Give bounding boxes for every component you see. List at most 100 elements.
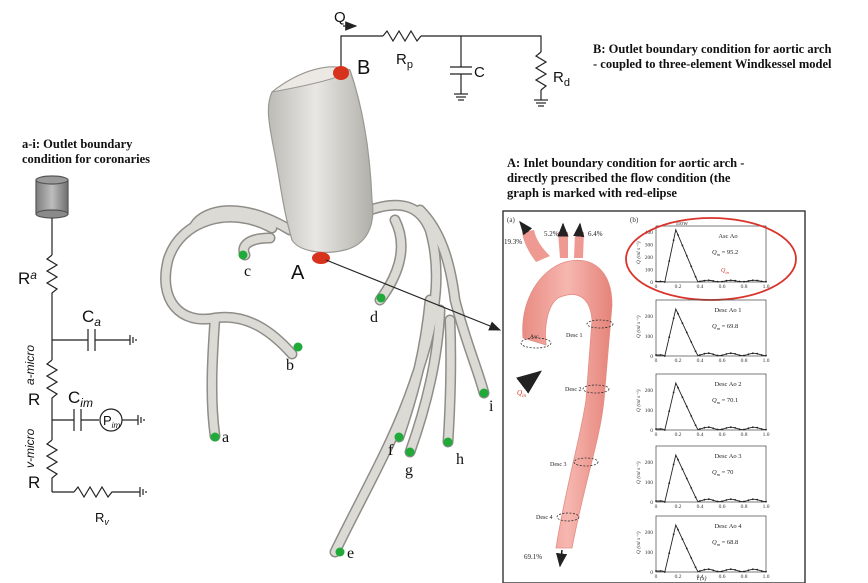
label-desc4: Desc 4 — [536, 515, 553, 521]
y-axis-label: Q (ml s⁻¹) — [635, 461, 642, 484]
waveform-point — [695, 276, 697, 278]
waveform-point — [677, 459, 679, 461]
y-tick-label: 100 — [645, 334, 654, 340]
inset-panel-b: (b) — [630, 216, 639, 224]
waveform-point — [743, 429, 745, 431]
waveform-point — [730, 279, 732, 281]
waveform-point — [660, 500, 662, 502]
waveform-point — [712, 569, 714, 571]
waveform-point — [712, 353, 714, 355]
waveform-point — [660, 570, 662, 572]
waveform-point — [673, 464, 675, 466]
svg-text:a-micro: a-micro — [23, 345, 37, 385]
waveform-point — [673, 239, 675, 241]
y-axis-label: Q (ml s⁻¹) — [635, 315, 642, 338]
outlet-b-dot — [294, 343, 303, 352]
flow-graph-title: Desc Ao 1 — [714, 307, 741, 314]
waveform-point — [748, 353, 750, 355]
waveform-point — [730, 568, 732, 570]
label-desc2: Desc 2 — [565, 387, 582, 393]
outlet-d-label: d — [370, 309, 378, 326]
waveform-point — [739, 354, 741, 356]
resistor-rv-micro — [47, 440, 57, 492]
waveform-point — [721, 500, 723, 502]
x-tick-label: 0.2 — [675, 284, 682, 290]
waveform-point — [690, 487, 692, 489]
flow-graph-title: Desc Ao 3 — [714, 453, 741, 460]
cim-label: Cim — [68, 388, 93, 410]
resistor-ra — [47, 255, 57, 340]
inlet-a-dot — [312, 252, 330, 264]
x-tick-label: 0.2 — [675, 574, 682, 580]
waveform-point — [734, 499, 736, 501]
waveform-point — [708, 279, 710, 281]
y-axis-label: Q (ml s⁻¹) — [635, 389, 642, 412]
x-tick-label: 0.8 — [741, 432, 748, 438]
waveform-point — [682, 245, 684, 247]
waveform-point — [761, 500, 763, 502]
waveform-point — [726, 427, 728, 429]
x-tick-label: 0.6 — [719, 358, 726, 364]
inset-xlabel: t (s) — [697, 575, 707, 582]
waveform-point — [752, 279, 754, 281]
waveform-point — [695, 350, 697, 352]
svg-text:R: R — [28, 390, 40, 409]
waveform-point — [748, 499, 750, 501]
y-tick-label: 300 — [645, 243, 654, 249]
waveform-point — [673, 318, 675, 320]
waveform-point — [655, 281, 657, 283]
waveform-point — [655, 570, 657, 572]
inlet-connector-arrow — [326, 260, 500, 330]
x-tick-label: 0 — [655, 504, 658, 510]
outlet-i-label: i — [489, 398, 494, 415]
outlet-f-dot — [395, 433, 404, 442]
flow-graph-qin: Qin — [721, 268, 730, 275]
waveform-point — [704, 353, 706, 355]
waveform-point — [765, 571, 767, 573]
x-tick-label: 0.4 — [697, 284, 704, 290]
y-tick-label: 100 — [645, 480, 654, 486]
flow-graph-title: Desc Ao 4 — [714, 523, 742, 530]
waveform-point — [668, 552, 670, 554]
flow-graph-mean: Qm = 70 — [712, 469, 733, 477]
waveform-point — [682, 322, 684, 324]
percent-bottom: 69.1% — [524, 553, 542, 561]
waveform-point — [756, 280, 758, 282]
waveform-point — [690, 415, 692, 417]
waveform-point — [668, 482, 670, 484]
y-tick-label: 0 — [650, 354, 653, 360]
label-desc1: Desc 1 — [566, 333, 583, 339]
waveform-point — [748, 569, 750, 571]
waveform-point — [712, 499, 714, 501]
flow-graph-mean: Qm = 95.2 — [712, 249, 738, 257]
waveform-point — [743, 281, 745, 283]
node-b-label: B — [357, 57, 370, 79]
waveform-point — [708, 426, 710, 428]
waveform-point — [677, 387, 679, 389]
y-tick-label: 0 — [650, 428, 653, 434]
waveform-point — [765, 429, 767, 431]
waveform-point — [664, 571, 666, 573]
waveform-point — [677, 529, 679, 531]
waveform-point — [765, 501, 767, 503]
y-tick-label: 0 — [650, 500, 653, 506]
waveform-point — [756, 427, 758, 429]
y-tick-label: 100 — [645, 550, 654, 556]
waveform-point — [717, 501, 719, 503]
waveform-point — [673, 534, 675, 536]
waveform-point — [708, 568, 710, 570]
waveform-point — [668, 410, 670, 412]
x-tick-label: 0.6 — [719, 504, 726, 510]
flow-graph-title: Desc Ao 2 — [714, 381, 741, 388]
pressure-source-cylinder — [36, 180, 68, 214]
x-tick-label: 0.4 — [697, 504, 704, 510]
waveform-point — [730, 498, 732, 500]
coronary-circuit — [36, 176, 146, 497]
waveform-point — [682, 396, 684, 398]
flow-graph-mean: Qm = 68.8 — [712, 539, 738, 547]
svg-text:v-micro: v-micro — [23, 428, 37, 468]
y-tick-label: 200 — [645, 255, 654, 261]
waveform-point — [717, 571, 719, 573]
y-axis-label: Q (ml s⁻¹) — [635, 241, 642, 264]
